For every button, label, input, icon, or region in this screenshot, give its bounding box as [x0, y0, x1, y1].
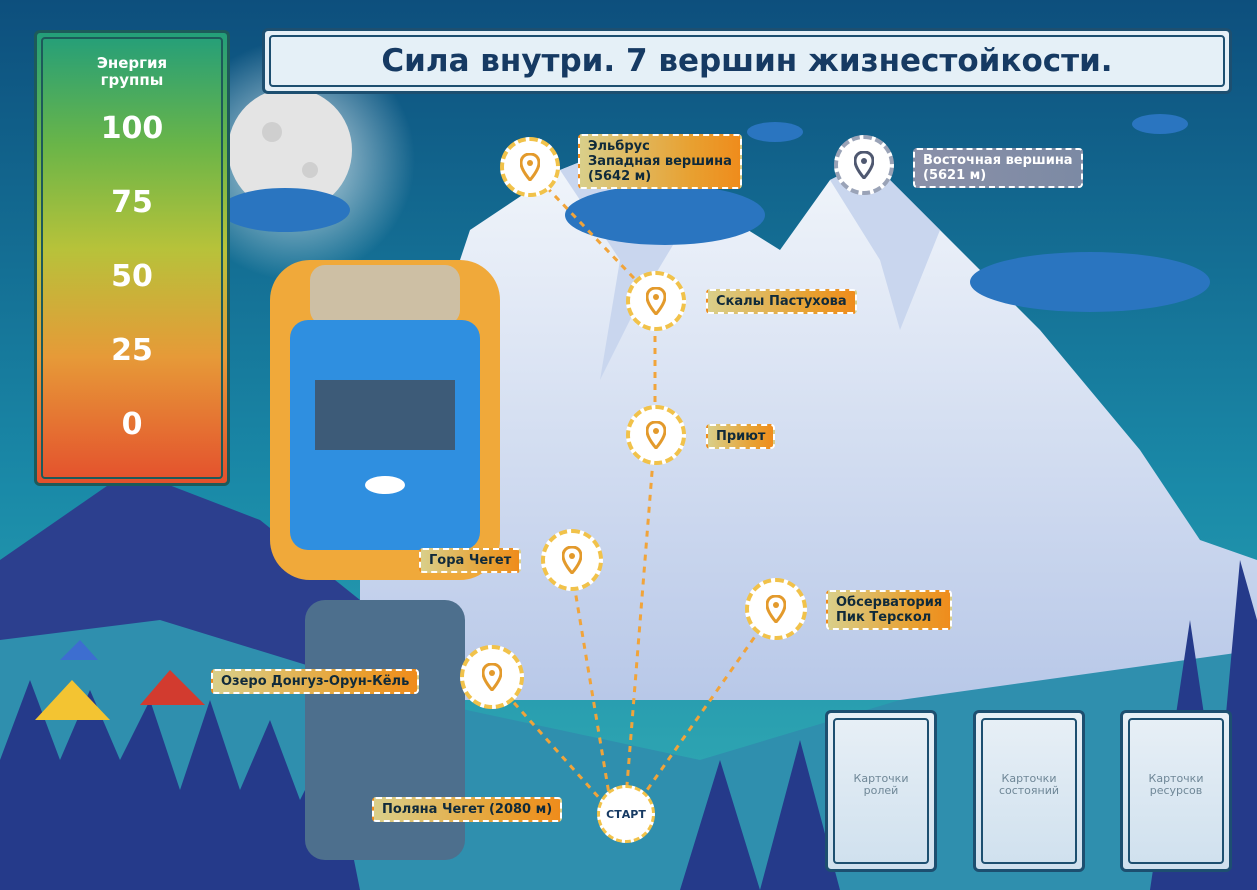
label-polyana: Поляна Чегет (2080 м): [372, 797, 563, 822]
label-observatory: Обсерватория Пик Терскол: [826, 590, 953, 630]
card-slot-roles[interactable]: Карточки ролей: [825, 710, 937, 872]
page-title: Сила внутри. 7 вершин жизнестойкости.: [381, 43, 1113, 79]
location-pin-icon: [854, 151, 874, 179]
location-pin-icon: [482, 663, 502, 691]
marker-elbrus-east[interactable]: [834, 135, 894, 195]
marker-pastukhov[interactable]: [626, 271, 686, 331]
energy-scale-0: 0: [121, 407, 143, 442]
location-pin-icon: [562, 546, 582, 574]
energy-scale-50: 50: [111, 259, 153, 294]
location-pin-icon: [520, 153, 540, 181]
location-pin-icon: [646, 287, 666, 315]
energy-scale-75: 75: [111, 185, 153, 220]
marker-priut[interactable]: [626, 405, 686, 465]
start-marker[interactable]: СТАРТ: [597, 785, 655, 843]
energy-meter: Энергия группы 100 75 50 25 0: [34, 30, 230, 486]
label-priut: Приют: [706, 424, 776, 449]
location-pin-icon: [646, 421, 666, 449]
card-states-label: Карточки состояний: [998, 772, 1060, 797]
label-elbrus-west: Эльбрус Западная вершина (5642 м): [578, 134, 742, 189]
marker-elbrus-west[interactable]: [500, 137, 560, 197]
title-banner: Сила внутри. 7 вершин жизнестойкости.: [262, 28, 1232, 94]
marker-donguz[interactable]: [460, 645, 524, 709]
label-pastukhov: Скалы Пастухова: [706, 289, 857, 314]
card-slot-states[interactable]: Карточки состояний: [973, 710, 1085, 872]
card-slot-resources[interactable]: Карточки ресурсов: [1120, 710, 1232, 872]
location-pin-icon: [766, 595, 786, 623]
label-cheget: Гора Чегет: [419, 548, 522, 573]
card-resources-label: Карточки ресурсов: [1148, 772, 1204, 797]
marker-cheget[interactable]: [541, 529, 603, 591]
energy-scale-100: 100: [100, 111, 164, 146]
energy-title: Энергия группы: [96, 54, 168, 89]
label-elbrus-east: Восточная вершина (5621 м): [913, 148, 1083, 188]
label-donguz: Озеро Донгуз-Орун-Кёль: [211, 669, 420, 694]
card-roles-label: Карточки ролей: [853, 772, 909, 797]
marker-observatory[interactable]: [745, 578, 807, 640]
energy-scale-25: 25: [111, 333, 153, 368]
